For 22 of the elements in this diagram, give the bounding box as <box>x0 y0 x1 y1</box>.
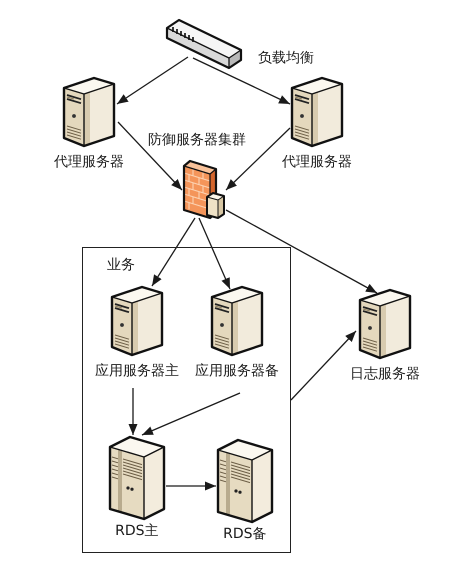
node-label: 防御服务器集群 <box>148 132 246 148</box>
group-box <box>82 247 291 553</box>
node-label: 应用服务器主 <box>94 362 179 379</box>
node-label: RDS备 <box>223 526 266 542</box>
node-label: 负载均衡 <box>258 50 314 66</box>
arrow <box>116 56 188 105</box>
arrow <box>290 330 356 400</box>
arrow <box>151 218 196 286</box>
arrow <box>118 122 182 190</box>
arrow <box>142 392 240 436</box>
node-label: 日志服务器 <box>350 366 420 382</box>
arrow <box>128 388 138 435</box>
node-label: 代理服务器 <box>54 154 124 170</box>
node-label: RDS主 <box>115 522 158 539</box>
node-label: 代理服务器 <box>282 154 352 170</box>
arrow <box>192 57 290 105</box>
arrow <box>226 128 290 190</box>
arrow <box>166 482 216 490</box>
group-title: 业务 <box>107 257 135 273</box>
node-label: 应用服务器备 <box>194 362 279 379</box>
arrow <box>198 218 231 290</box>
arrow <box>226 209 378 294</box>
